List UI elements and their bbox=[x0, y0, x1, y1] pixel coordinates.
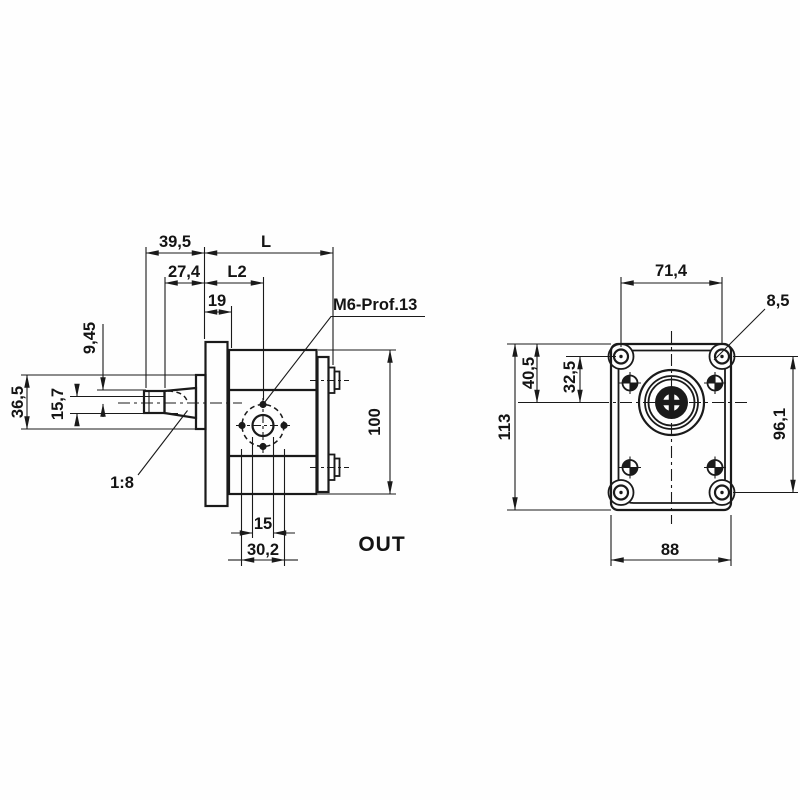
dim-36-5: 36,5 bbox=[9, 374, 197, 430]
shaft-collar bbox=[194, 373, 207, 431]
port-thread-holes bbox=[619, 372, 726, 479]
mounting-flange bbox=[204, 340, 229, 508]
dim-15-7: 15,7 bbox=[49, 383, 178, 427]
dim-32-5-label: 32,5 bbox=[561, 361, 579, 393]
upper-port-fitting bbox=[310, 366, 349, 394]
dim-19-label: 19 bbox=[208, 292, 226, 310]
taper-leader bbox=[137, 410, 188, 476]
dim-71-4-label: 71,4 bbox=[655, 262, 688, 280]
dim-40-5-label: 40,5 bbox=[520, 357, 538, 389]
dim-113: 113 bbox=[496, 343, 611, 511]
shaft-hub bbox=[637, 368, 706, 437]
dim-40-5: 40,5 bbox=[518, 343, 599, 404]
keyway-hidden-line bbox=[167, 390, 189, 403]
dim-71-4: 71,4 bbox=[620, 262, 723, 347]
dim-15-label: 15 bbox=[254, 515, 272, 533]
dim-113-label: 113 bbox=[496, 414, 514, 441]
dim-15-7-label: 15,7 bbox=[49, 388, 67, 420]
port-bolt-hole bbox=[259, 442, 267, 451]
dim-39-5-label: 39,5 bbox=[159, 233, 191, 251]
dim-88: 88 bbox=[610, 515, 732, 566]
side-port-face bbox=[236, 398, 290, 453]
dim-9-45-label: 9,45 bbox=[81, 322, 99, 354]
dim-32-5: 32,5 bbox=[561, 355, 616, 403]
dim-96-1-label: 96,1 bbox=[771, 408, 789, 440]
hole-note-leader bbox=[713, 308, 766, 361]
dim-30-2: 30,2 bbox=[228, 449, 298, 566]
dim-27-4-label: 27,4 bbox=[168, 263, 201, 281]
dim-100-label: 100 bbox=[366, 408, 384, 436]
front-view: 71,4 8,5 40,5 32,5 113 96,1 bbox=[496, 262, 798, 566]
port-bolt-hole bbox=[280, 421, 288, 430]
side-view: 39,5 L 27,4 L2 19 M6-Prof.13 9,45 36,5 bbox=[9, 233, 425, 566]
dim-8-5-label: 8,5 bbox=[767, 292, 790, 310]
dim-9-45: 9,45 bbox=[81, 322, 146, 417]
thread-note-leader bbox=[264, 315, 425, 403]
outlet-label: OUT bbox=[358, 533, 405, 556]
side-extension-lines bbox=[145, 247, 334, 400]
dim-L-label: L bbox=[261, 233, 271, 251]
taper-label: 1:8 bbox=[110, 474, 134, 492]
port-bolt-hole bbox=[238, 421, 246, 430]
port-bore bbox=[251, 413, 275, 438]
drive-shaft bbox=[142, 373, 207, 431]
dim-36-5-label: 36,5 bbox=[9, 386, 27, 418]
corner-mounting-holes bbox=[612, 348, 731, 501]
thread-note-label: M6-Prof.13 bbox=[333, 296, 417, 314]
lower-port-fitting bbox=[310, 453, 349, 481]
rear-cover bbox=[316, 355, 330, 494]
dim-100: 100 bbox=[318, 349, 396, 495]
dim-30-2-label: 30,2 bbox=[247, 541, 279, 559]
dim-L2-label: L2 bbox=[227, 263, 246, 281]
dim-96-1: 96,1 bbox=[733, 355, 798, 494]
dim-88-label: 88 bbox=[661, 541, 679, 559]
